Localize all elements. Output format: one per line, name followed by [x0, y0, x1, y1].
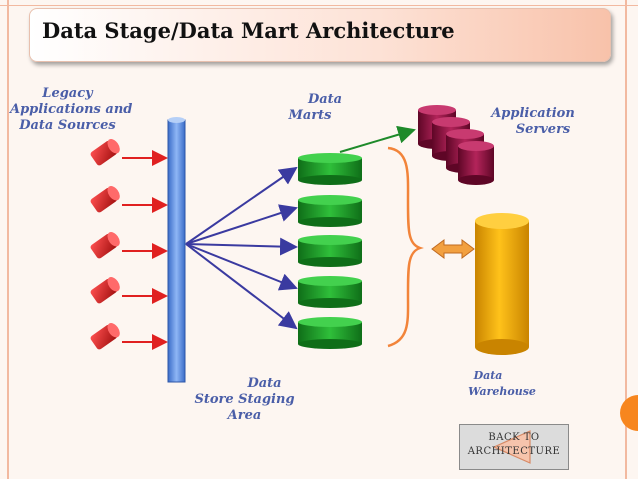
source-cylinder-1 [90, 139, 120, 166]
title-bar: Data Stage/Data Mart Architecture [29, 8, 611, 62]
back-arrow-icon [492, 430, 531, 464]
data-warehouse-cylinder [475, 213, 529, 355]
data-mart-2 [298, 195, 362, 227]
mart-arrow-1 [185, 166, 298, 245]
frame-left-line [7, 0, 9, 479]
application-servers [418, 105, 494, 185]
double-arrow [431, 239, 475, 259]
source-cylinder-3 [90, 232, 120, 259]
mart-arrow-4 [185, 243, 298, 291]
slide-title: Data Stage/Data Mart Architecture [42, 18, 455, 43]
server-arrow [339, 125, 416, 153]
source-cylinder-4 [90, 277, 120, 304]
source-cylinder-2 [90, 186, 120, 213]
mart-arrow-2 [185, 204, 298, 245]
mart-arrow-3 [185, 237, 298, 256]
mart-arrows [185, 166, 298, 330]
label-application-servers: Application Servers [491, 106, 575, 137]
back-button-label: BACK TO ARCHITECTURE [467, 432, 561, 457]
frame-top-line [0, 5, 638, 6]
label-data-marts: Data Marts [288, 92, 343, 123]
data-mart-1 [298, 153, 362, 185]
server-cylinder-4 [458, 141, 494, 185]
back-to-architecture-button[interactable]: BACK TO ARCHITECTURE [459, 424, 569, 470]
orange-bracket [387, 146, 424, 348]
label-data-warehouse: Data Warehouse [468, 369, 536, 398]
data-marts [298, 153, 362, 349]
data-mart-5 [298, 317, 362, 349]
mart-arrow-5 [185, 243, 298, 330]
decorative-orange-circle [620, 395, 638, 431]
staging-area-bar [167, 117, 186, 383]
legacy-sources [90, 139, 120, 350]
label-legacy-sources: Legacy Applications and Data Sources [10, 86, 133, 133]
source-cylinder-5 [90, 323, 120, 350]
data-mart-4 [298, 276, 362, 308]
frame-right-line [625, 0, 627, 479]
source-arrows [122, 150, 168, 350]
data-mart-3 [298, 235, 362, 267]
label-staging-area: Data Store Staging Area [194, 376, 295, 423]
